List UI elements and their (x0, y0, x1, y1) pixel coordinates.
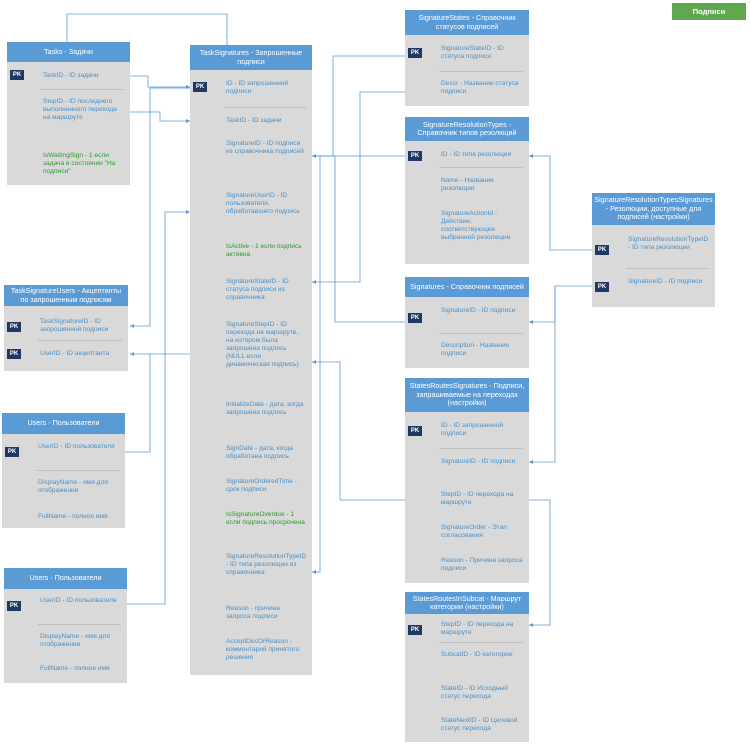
field: SubcatID - ID категории (441, 651, 513, 658)
entity-states-routes-signatures: StatesRoutesSignatures - Подписи, запраш… (405, 378, 529, 583)
divider (439, 333, 523, 334)
field: InitializeDate - дата, когда запрошена п… (226, 401, 304, 416)
entity-signature-resolution-types-signatures-title: SignatureResolutionTypesSignatures - Рез… (592, 193, 715, 225)
entity-signature-resolution-types-title: SignatureResolutionTypes - Справочник ти… (405, 117, 529, 141)
field: Name - Название резолюции (441, 177, 494, 192)
field: AcceptDecOrReason - комментарий принятог… (226, 638, 300, 661)
field: SignatureOrderedTime - срок подписи (226, 478, 297, 493)
divider (439, 71, 523, 72)
divider (439, 167, 523, 168)
divider (224, 107, 306, 108)
primary-key-icon: PK (5, 447, 19, 457)
entity-states-routes-signatures-title: StatesRoutesSignatures - Подписи, запраш… (405, 378, 529, 412)
entity-signature-resolution-types: SignatureResolutionTypes - Справочник ти… (405, 117, 529, 264)
field: SignatureStateID - ID статуса подписи (441, 45, 504, 60)
divider (38, 624, 121, 625)
field: UserID - ID пользователя (38, 443, 115, 450)
field: SignatureID - ID подписи (441, 307, 516, 314)
entity-tasks-title: Tasks - Задачи (7, 42, 130, 62)
field: IsWaitingSign - 1 если задача в состояни… (43, 152, 116, 175)
field: StepID - ID последнего выполненного пере… (43, 98, 117, 121)
field: SignDate - дата, когда обработана подпис… (226, 445, 293, 460)
field: SignatureStepID - ID перехода на маршрут… (226, 321, 299, 368)
field: SignatureOrder - Этап согласования (441, 524, 507, 539)
field: Reason - Причина запроса подписи (441, 557, 523, 572)
field: TaskID - ID задачи (226, 117, 282, 124)
primary-key-icon: PK (193, 82, 207, 92)
divider (36, 470, 119, 471)
field: Description - Название подписи (441, 342, 510, 357)
divider (439, 448, 523, 449)
primary-key-icon: PK (7, 349, 21, 359)
field: SignatureResolutionTypeID - ID типа резо… (628, 236, 709, 251)
entity-signature-resolution-types-signatures: SignatureResolutionTypesSignatures - Рез… (592, 193, 715, 307)
field: ID - ID запрошенной подписи (441, 422, 504, 437)
field: StepID - ID перехода на маршруте (441, 491, 514, 506)
entity-tasks: Tasks - Задачи PK TaskID - ID задачи Ste… (7, 42, 130, 185)
primary-key-icon: PK (408, 625, 422, 635)
field: ID - ID типа резолюции (441, 151, 512, 158)
primary-key-icon: PK (408, 426, 422, 436)
entity-states-routes-in-subcat: StatesRoutesInSubcat - Маршрут категории… (405, 592, 529, 742)
field: StateNextID - ID Целевой статус перехода (441, 717, 518, 732)
field: Reason - причина запроса подписи (226, 605, 280, 620)
field: UserID - ID акцептанта (40, 350, 110, 357)
field: FullName - полное имя (38, 513, 108, 520)
primary-key-icon: PK (595, 245, 609, 255)
field: SignatureResolutionTypeID - ID типа резо… (226, 553, 307, 576)
primary-key-icon: PK (408, 151, 422, 161)
field: SignatureActionId - Действие, соответств… (441, 210, 511, 241)
field: TaskID - ID задачи (43, 72, 99, 79)
status-badge: Подписи (672, 3, 746, 20)
primary-key-icon: PK (7, 601, 21, 611)
entity-states-routes-in-subcat-title: StatesRoutesInSubcat - Маршрут категории… (405, 592, 529, 614)
divider (626, 268, 709, 269)
entity-signature-states-title: SignatureStates - Справочник статусов по… (405, 10, 529, 35)
entity-signature-states: SignatureStates - Справочник статусов по… (405, 10, 529, 106)
entity-task-signatures: TaskSignatures - Запрошенные подписи PK … (190, 45, 312, 675)
entity-users: Users - Пользователи PK UserID - ID поль… (2, 413, 125, 528)
entity-signatures-title: Signatures - Справочник подписей (405, 277, 529, 297)
primary-key-icon: PK (10, 70, 24, 80)
field: IsSignatureOverdue - 1 если подпись прос… (226, 511, 305, 526)
primary-key-icon: PK (408, 48, 422, 58)
entity-users-title: Users - Пользователи (2, 413, 125, 434)
primary-key-icon: PK (7, 322, 21, 332)
entity-task-signature-users-title: TaskSignatureUsers - Акцептанты по запро… (4, 285, 128, 306)
field: Descr - Название статуса подписи (441, 80, 519, 95)
primary-key-icon: PK (595, 282, 609, 292)
field: IsActive - 1 если подпись активна (226, 243, 302, 258)
field: SignatureID - ID подписи (441, 458, 516, 465)
entity-task-signature-users: TaskSignatureUsers - Акцептанты по запро… (4, 285, 128, 371)
field: FullName - полное имя (40, 665, 110, 672)
field: ID - ID запрошенной подписи (226, 80, 289, 95)
divider (439, 642, 523, 643)
field: SignatureUserID - ID пользователя, обраб… (226, 192, 300, 215)
field: UserID - ID пользователя (40, 597, 117, 604)
entity-users: Users - Пользователи PK UserID - ID поль… (4, 568, 127, 683)
entity-users-title: Users - Пользователи (4, 568, 127, 589)
field: TaskSignatureID - ID запрошенной подписи (40, 318, 109, 333)
field: SignatureStateID - ID статуса подписи из… (226, 278, 289, 301)
field: DisplayName - имя для отображения (40, 633, 110, 648)
field: StepID - ID перехода на маршруте (441, 621, 514, 636)
field: SignatureID - ID подписи (628, 278, 703, 285)
field: DisplayName - имя для отображения (38, 479, 108, 494)
primary-key-icon: PK (408, 313, 422, 323)
divider (38, 340, 122, 341)
entity-task-signatures-title: TaskSignatures - Запрошенные подписи (190, 45, 312, 70)
entity-signatures: Signatures - Справочник подписей PK Sign… (405, 277, 529, 368)
divider (41, 89, 124, 90)
field: StateID - ID Исходный статус перехода (441, 685, 508, 700)
field: SignatureID - ID подписи из справочника … (226, 140, 304, 155)
